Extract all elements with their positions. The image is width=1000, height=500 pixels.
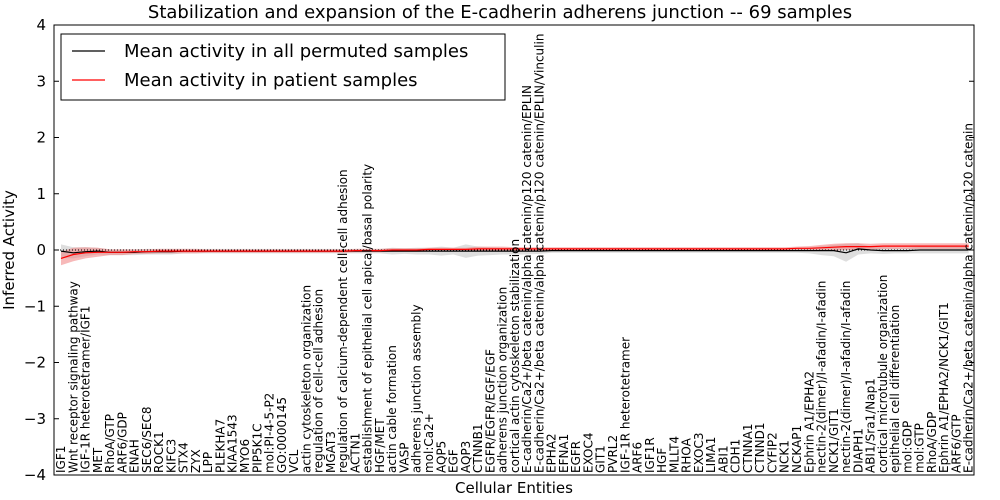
category-label: AQP3 — [459, 441, 473, 473]
y-tick-label: 2 — [36, 129, 46, 147]
category-label: epithelial cell differentiation — [888, 305, 902, 473]
category-label: PVRL2 — [606, 435, 620, 473]
category-label: VASP — [397, 442, 411, 473]
legend-label: Mean activity in patient samples — [124, 70, 418, 91]
category-label: LPP — [201, 452, 215, 473]
category-label: VCL — [287, 449, 301, 473]
category-label: establishment of epithelial cell apical/… — [361, 164, 375, 473]
category-label: nectin-2(dimer)/I-afadin/I-afadin — [839, 281, 853, 473]
category-label: CYFIP2 — [765, 432, 779, 473]
category-label: ARF6 — [631, 442, 645, 473]
y-axis-label: Inferred Activity — [0, 190, 18, 310]
category-label: ARF6/GDP — [115, 412, 129, 473]
category-label: NCK1/GIT1 — [827, 408, 841, 473]
y-tick-label: 3 — [36, 72, 46, 90]
category-label: HGF/MET — [373, 418, 387, 473]
category-label: IGF1R — [643, 437, 657, 473]
category-label: ENAH — [128, 439, 142, 473]
category-label: adherens junction assembly — [410, 304, 424, 473]
x-axis-label: Cellular Entities — [455, 479, 573, 497]
category-label: Ephrin A1/EPHA2 — [802, 371, 816, 473]
category-label: EXOC3 — [692, 433, 706, 474]
category-label: actin cytoskeleton organization — [299, 285, 313, 473]
category-label: IGF-1R heterotetramer/IGF1 — [79, 306, 93, 473]
category-label: Wnt receptor signaling pathway — [66, 281, 80, 473]
category-label: IGF1 — [54, 446, 68, 473]
category-label: E-cadherin/Ca2+/beta catenin/alpha caten… — [532, 34, 546, 473]
category-label: ROCK1 — [152, 431, 166, 473]
category-label: NCK1 — [778, 440, 792, 473]
category-label: AQP5 — [434, 441, 448, 473]
category-label: CTNNA1 — [741, 423, 755, 473]
category-label: HGF — [655, 448, 669, 473]
legend: Mean activity in all permuted samplesMea… — [60, 33, 506, 101]
category-label: PLEKHA7 — [213, 419, 227, 473]
category-label: EGF — [447, 449, 461, 473]
series-0-band — [61, 243, 969, 262]
category-label: EXOC4 — [581, 433, 595, 474]
legend-label: Mean activity in all permuted samples — [124, 41, 468, 62]
category-label: ACTN1 — [348, 433, 362, 473]
category-label: ARF6/GTP — [949, 414, 963, 473]
category-label: MLLT4 — [667, 436, 681, 473]
category-label: DIAPH1 — [851, 428, 865, 473]
category-label: mol:PI-4-5-P2 — [263, 393, 277, 473]
category-label: RhoA/GDP — [925, 412, 939, 473]
category-label: nectin-2(dimer)/I-afadin/I-afadin — [815, 281, 829, 473]
category-label: ABI1/Sra1/Nap1 — [864, 378, 878, 473]
category-label: SEC6/SEC8 — [140, 407, 154, 473]
category-label: E-cadherin/Ca2+/beta catenin/alpha caten… — [962, 123, 976, 473]
y-tick-label: 4 — [36, 16, 46, 34]
category-label: mol:Ca2+ — [422, 413, 436, 473]
category-label: NCKAP1 — [790, 425, 804, 473]
category-label: cortical actin cytoskeleton stabilizatio… — [508, 239, 522, 473]
category-label: EFNA1 — [557, 434, 571, 473]
y-tick-label: −1 — [24, 297, 46, 315]
category-label: RHOA — [680, 437, 694, 473]
category-label: adherens junction organization — [496, 287, 510, 473]
category-label: ZYX — [189, 449, 203, 473]
category-label: MYO6 — [238, 439, 252, 473]
category-label: Ephrin A1/EPHA2/NCK1/GIT1 — [937, 302, 951, 473]
y-tick-label: −2 — [24, 354, 46, 372]
category-label: MET — [91, 447, 105, 473]
category-label: E-cadherin/Ca2+/beta catenin/alpha caten… — [520, 85, 534, 473]
category-label: CDH1 — [729, 439, 743, 473]
category-label: KIFC3 — [164, 439, 178, 473]
category-label: actin cable formation — [385, 345, 399, 473]
category-label: IGF-1R heterotetramer — [618, 337, 632, 473]
category-label: regulation of calcium-dependent cell-cel… — [336, 169, 350, 473]
y-tick-label: 1 — [36, 185, 46, 203]
category-label: PIP5K1C — [250, 423, 264, 473]
category-label: MGAT3 — [324, 431, 338, 473]
category-label: ABI1 — [716, 445, 730, 473]
category-label: regulation of cell-cell adhesion — [312, 289, 326, 473]
category-label: EGFR/EGFR/EGF/EGF — [483, 349, 497, 473]
category-label: EGFR — [569, 441, 583, 473]
category-label: mol:GTP — [913, 423, 927, 473]
category-label: CTNND1 — [753, 422, 767, 473]
y-tick-label: −4 — [24, 466, 46, 484]
y-tick-label: −3 — [24, 410, 46, 428]
category-label: CTNNB1 — [471, 423, 485, 473]
category-label: cortical microtubule organization — [876, 275, 890, 473]
chart-title: Stabilization and expansion of the E-cad… — [148, 2, 852, 23]
category-label: LIMA1 — [704, 437, 718, 473]
category-label: GIT1 — [594, 445, 608, 473]
category-label: EPHA2 — [545, 433, 559, 473]
category-label: STX4 — [177, 442, 191, 473]
category-label: mol:GDP — [900, 421, 914, 473]
category-label: GO:0000145 — [275, 397, 289, 473]
y-tick-label: 0 — [36, 241, 46, 259]
category-label: RhoA/GTP — [103, 414, 117, 473]
series-1-line — [60, 245, 969, 259]
category-label: KIAA1543 — [226, 414, 240, 473]
legend-box — [60, 33, 506, 101]
